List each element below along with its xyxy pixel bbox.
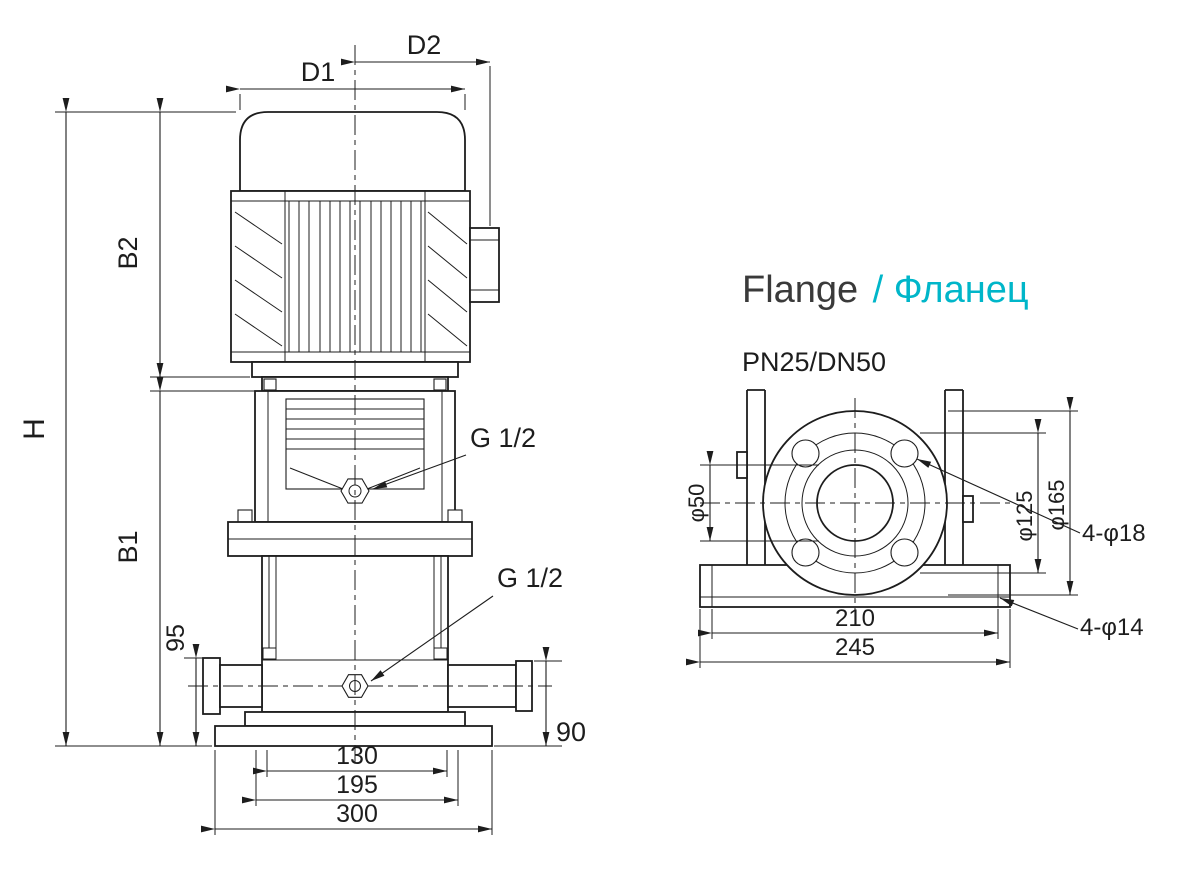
bolt-head xyxy=(263,378,277,391)
tie-rods xyxy=(262,556,448,661)
dim-label-b2: B2 xyxy=(113,236,143,269)
dim-label-95: 95 xyxy=(162,624,190,652)
terminal-box xyxy=(469,227,500,303)
bolt-head xyxy=(237,509,253,523)
dim-label-bore: φ50 xyxy=(684,484,709,523)
motor-fin-lines xyxy=(231,191,470,362)
dim-label-90: 90 xyxy=(556,717,586,747)
dim-label-base-holes: 4-φ14 xyxy=(1080,614,1144,641)
dim-label-b1: B1 xyxy=(113,530,143,563)
flange-dimensions: φ50 φ125 φ165 4-φ18 210 245 4-φ14 xyxy=(684,397,1146,668)
flange-spec-label: PN25/DN50 xyxy=(742,347,886,377)
dim-label-195: 195 xyxy=(336,771,378,799)
flange-title-ru: / Фланец xyxy=(873,269,1029,311)
port-label-upper: G 1/2 xyxy=(470,423,536,453)
base-plate xyxy=(214,725,493,747)
dim-label-bolt-holes: 4-φ18 xyxy=(1082,520,1146,547)
pump-elevation-view xyxy=(188,45,552,762)
dim-label-d1: D1 xyxy=(301,57,336,87)
dim-label-130: 130 xyxy=(336,742,378,770)
dim-label-245: 245 xyxy=(835,634,875,661)
motor-endshield-hatch xyxy=(234,211,468,347)
port-label-lower: G 1/2 xyxy=(497,563,563,593)
flange-bolt-hole xyxy=(890,538,919,567)
bolt-head xyxy=(433,378,447,391)
dim-label-210: 210 xyxy=(835,605,875,632)
flange-title-en: Flange xyxy=(742,269,858,311)
dim-label-h: H xyxy=(18,418,51,440)
dim-label-bolt-circle: φ125 xyxy=(1012,491,1037,542)
flange-detail-view xyxy=(699,389,1012,616)
pump-dimensions: D2 D1 H B2 B1 95 90 130 195 xyxy=(18,30,586,835)
dim-label-d2: D2 xyxy=(407,30,442,60)
flange-title: Flange / Фланец xyxy=(742,269,1029,311)
flange-bolt-hole xyxy=(890,439,919,468)
bolt-head xyxy=(447,509,463,523)
motor-cap xyxy=(239,111,466,192)
dim-label-300: 300 xyxy=(336,800,378,828)
flange-bolt-hole xyxy=(791,538,820,567)
flange-bolt-hole xyxy=(791,439,820,468)
